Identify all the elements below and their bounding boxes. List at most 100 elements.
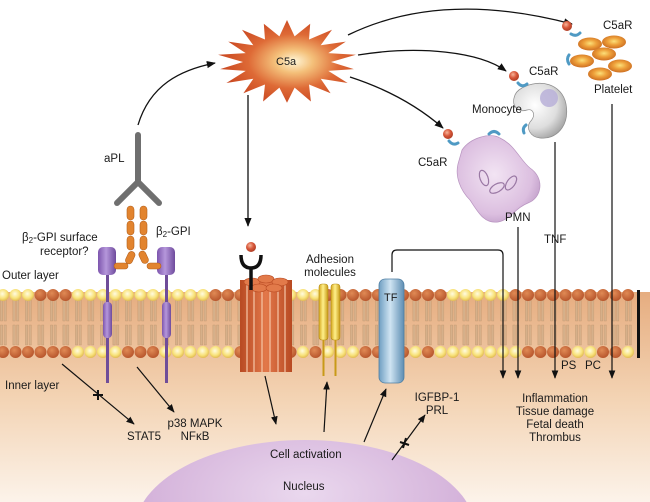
lipid-head-light: [72, 289, 84, 301]
pmn-cell: [456, 135, 541, 223]
apl-label: aPL: [104, 153, 125, 165]
c5ar-cup-platelet-2: [566, 53, 571, 66]
adhesion-molecules: [318, 283, 341, 376]
beta2gpi-label: β2-GPI: [156, 226, 191, 241]
lipid-head-dark: [622, 289, 634, 301]
cell-activation-label: Cell activation: [270, 449, 342, 461]
c5ar-pmn-label: C5aR: [418, 157, 448, 169]
c5a-star: [218, 20, 356, 103]
c5a-receptor-channel: [239, 242, 292, 372]
lipid-head-light: [322, 346, 334, 358]
lipid-head-dark: [0, 346, 9, 358]
inhibition-cross-stat5: [93, 390, 103, 400]
ps-label: PS: [561, 360, 577, 372]
inner-lipid-heads: [0, 346, 634, 358]
lipid-head-dark: [584, 289, 597, 301]
lipid-head-dark: [559, 346, 572, 358]
lipid-head-dark: [422, 289, 434, 301]
platelet: [588, 67, 612, 81]
arrow-nucleus-to-igfbp1: [391, 414, 426, 461]
lipid-head-dark: [359, 289, 372, 301]
lipid-head-light: [484, 346, 497, 358]
lipid-head-dark: [597, 289, 609, 301]
lipid-head-light: [447, 289, 459, 301]
nucleus: [143, 440, 467, 502]
apl-antibody: [114, 132, 162, 206]
monocyte-nucleus: [540, 89, 558, 107]
lipid-head-dark: [134, 346, 147, 358]
lipid-head-dark: [59, 289, 72, 301]
arrow-nucleus-to-tf: [363, 388, 387, 443]
lipid-head-light: [309, 289, 322, 301]
lipid-head-dark: [22, 346, 34, 358]
lipid-head-dark: [434, 289, 447, 301]
outcome-thrombus: Thrombus: [529, 432, 581, 444]
outer-layer-label: Outer layer: [2, 270, 59, 282]
lipid-head-light: [172, 346, 184, 358]
beta2gpi-chains: [113, 205, 162, 270]
inner-layer-label: Inner layer: [5, 380, 60, 392]
lipid-head-light: [347, 346, 359, 358]
lipid-head-light: [72, 346, 84, 358]
lipid-head-dark: [147, 346, 159, 358]
lipid-tail-pair: [537, 299, 545, 346]
adhesion-label-line2: molecules: [304, 267, 356, 279]
lipid-head-light: [459, 346, 472, 358]
lipid-tail-pair: [475, 299, 482, 346]
lipid-head-dark: [34, 289, 47, 301]
tissue-factor: [378, 278, 405, 384]
c5ar-cup-platelet-1: [569, 31, 582, 37]
beta2gpi-receptor-label: β2-GPI surface: [22, 232, 98, 247]
lipid-head-dark: [559, 289, 572, 301]
platelet: [592, 47, 616, 61]
lipid-head-dark: [534, 289, 547, 301]
nfkb-label: NFκB: [180, 431, 210, 443]
lipid-head-light: [222, 346, 234, 358]
platelet: [602, 35, 626, 49]
lipid-head-dark: [309, 346, 322, 358]
lipid-head-light: [434, 346, 447, 358]
c5ar-monocyte-label: C5aR: [529, 66, 559, 78]
lipid-tail-pair: [487, 299, 495, 346]
arrow-channel-to-nucleus: [264, 375, 278, 425]
lipid-head-light: [459, 289, 472, 301]
c5ar-platelet-label: C5aR: [603, 20, 633, 32]
lipid-head-dark: [547, 289, 559, 301]
lipid-head-dark: [547, 346, 559, 358]
lipid-head-light: [122, 289, 134, 301]
arrow-c5a-to-monocyte: [357, 49, 507, 72]
lipid-tail-pair: [0, 299, 7, 346]
outcome-tissue-damage: Tissue damage: [515, 406, 595, 418]
c5ar-cup-monocyte-2: [521, 123, 528, 135]
igfbp1-label: IGFBP-1: [414, 392, 460, 404]
lipid-head-light: [9, 289, 22, 301]
stat5-label: STAT5: [127, 431, 162, 443]
lipid-head-light: [184, 346, 197, 358]
lipid-head-light: [447, 346, 459, 358]
lipid-head-dark: [59, 346, 72, 358]
outcome-fetal-death: Fetal death: [526, 419, 584, 431]
lipid-head-light: [509, 346, 522, 358]
pc-label: PC: [585, 360, 601, 372]
lipid-head-dark: [9, 346, 22, 358]
prl-label: PRL: [425, 405, 449, 417]
platelet-cluster: [570, 35, 632, 81]
c5a-label: C5a: [276, 56, 297, 68]
subscript: 2: [28, 236, 34, 245]
lipid-head-light: [0, 289, 9, 301]
lipid-head-dark: [222, 289, 234, 301]
beta2gpi-receptor-label-line2: receptor?: [40, 246, 89, 258]
c5ar-cup-monocyte-1: [516, 81, 529, 88]
lipid-head-dark: [597, 346, 609, 358]
arrow-tf-to-outcomes: [391, 249, 507, 379]
tf-label: TF: [384, 292, 398, 304]
lipid-head-light: [622, 346, 634, 358]
lipid-head-light: [409, 346, 422, 358]
label-text: -GPI surface: [33, 232, 98, 244]
lipid-head-dark: [522, 346, 534, 358]
lipid-head-light: [172, 289, 184, 301]
lipid-head-light: [184, 289, 197, 301]
lipid-tail-pair: [87, 299, 95, 346]
lipid-head-light: [297, 289, 309, 301]
